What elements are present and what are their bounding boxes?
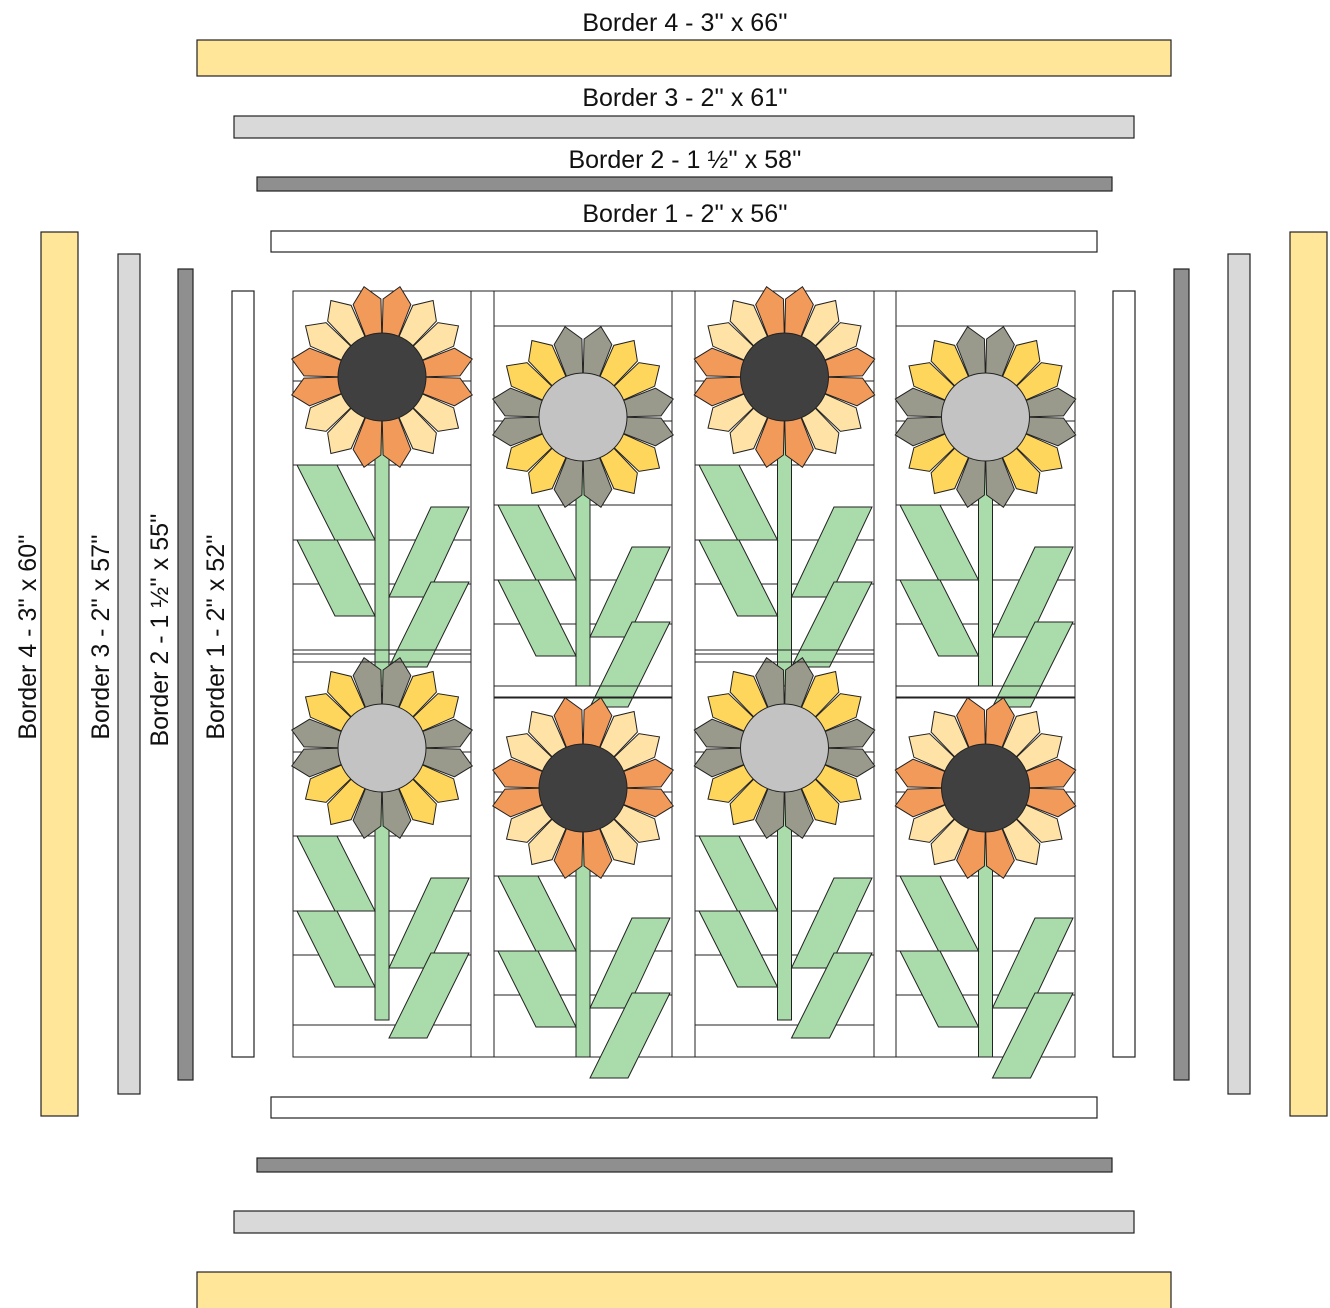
border-2-left-strip	[178, 269, 193, 1080]
sashing-vertical-1	[471, 291, 494, 1057]
flower-center	[539, 744, 627, 832]
border-4-left-strip	[41, 232, 78, 1116]
flower-center	[338, 333, 426, 421]
label-side-border-2: Border 2 - 1 ½'' x 55''	[146, 513, 174, 746]
flower-center	[741, 704, 829, 792]
label-top-border-2: Border 2 - 1 ½'' x 58''	[568, 146, 801, 174]
label-top-border-4: Border 4 - 3'' x 66''	[582, 9, 787, 37]
border-4-right-strip	[1290, 232, 1327, 1116]
flower-center	[338, 704, 426, 792]
label-top-border-1: Border 1 - 2'' x 56''	[582, 200, 787, 228]
border-3-left-strip	[118, 254, 140, 1094]
border-3-top-strip	[234, 116, 1134, 138]
label-side-border-4: Border 4 - 3'' x 60''	[14, 534, 42, 739]
label-top-border-3: Border 3 - 2'' x 61''	[582, 84, 787, 112]
border-1-right-strip	[1113, 291, 1135, 1057]
flower-center	[942, 373, 1030, 461]
flower-center	[942, 744, 1030, 832]
border-1-top-strip	[271, 231, 1097, 252]
border-3-bottom-strip	[234, 1211, 1134, 1233]
border-3-right-strip	[1228, 254, 1250, 1094]
border-1-left-strip	[232, 291, 254, 1057]
border-4-top-strip	[197, 40, 1171, 76]
sashing-vertical-3	[874, 291, 896, 1057]
border-2-bottom-strip	[257, 1158, 1112, 1172]
quilt-center	[292, 287, 1076, 1078]
border-2-right-strip	[1174, 269, 1189, 1080]
flower-center	[539, 373, 627, 461]
sashing-vertical-2	[672, 291, 695, 1057]
border-4-bottom-strip	[197, 1272, 1171, 1308]
label-side-border-3: Border 3 - 2'' x 57''	[87, 534, 115, 739]
label-side-border-1: Border 1 - 2'' x 52''	[202, 534, 230, 739]
border-2-top-strip	[257, 177, 1112, 191]
border-1-bottom-strip	[271, 1097, 1097, 1118]
flower-center	[741, 333, 829, 421]
